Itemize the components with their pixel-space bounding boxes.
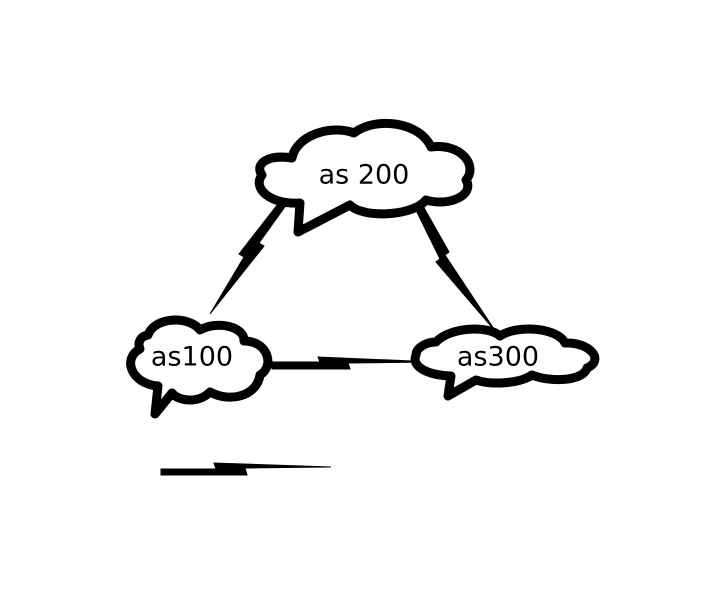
link-as200-as300 bbox=[406, 189, 497, 333]
cloud-label: as 200 bbox=[319, 160, 410, 191]
lightning-link-icon bbox=[160, 462, 332, 476]
cloud-icon bbox=[126, 315, 273, 419]
legend-lightning-link bbox=[160, 462, 332, 476]
cloud-icon bbox=[410, 324, 600, 401]
cloud-node-as100[interactable]: as100 bbox=[126, 315, 273, 419]
cloud-icon bbox=[254, 118, 475, 237]
lightning-link-icon bbox=[209, 199, 288, 315]
link-as100-as300 bbox=[271, 356, 437, 370]
lightning-link-icon bbox=[406, 189, 497, 333]
lightning-link-icon bbox=[271, 356, 437, 370]
cloud-label: as300 bbox=[457, 342, 539, 373]
cloud-label: as100 bbox=[151, 342, 233, 373]
cloud-node-as200[interactable]: as 200 bbox=[254, 118, 475, 237]
cloud-node-as300[interactable]: as300 bbox=[410, 324, 600, 401]
link-as200-as100 bbox=[209, 199, 288, 315]
